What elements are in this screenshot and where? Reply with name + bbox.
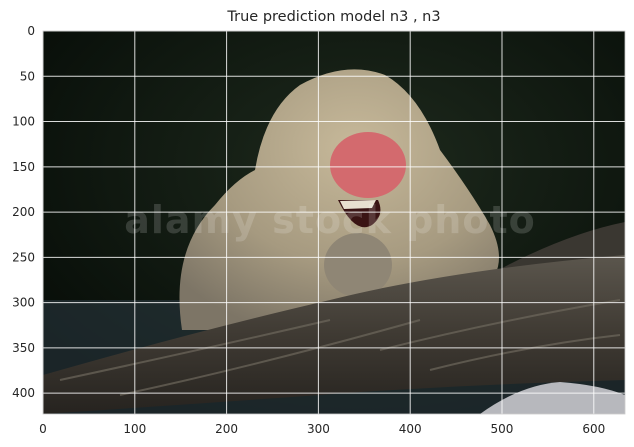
log-bark-texture	[59, 299, 621, 396]
front-log	[43, 255, 625, 414]
monkey-teeth	[340, 200, 376, 209]
y-tick-label: 300	[12, 296, 35, 310]
x-tick-label: 100	[123, 422, 146, 436]
y-tick-label: 0	[27, 24, 35, 38]
x-tick-label: 600	[582, 422, 605, 436]
monkey-body	[179, 69, 499, 330]
y-tick-label: 100	[12, 115, 35, 129]
y-tick-label: 400	[12, 386, 35, 400]
y-tick-label: 150	[12, 160, 35, 174]
y-tick-label: 50	[20, 69, 35, 83]
watermark: alamy stock photo	[124, 198, 535, 242]
chart-title: True prediction model n3 , n3	[226, 9, 440, 25]
y-tick-label: 350	[12, 341, 35, 355]
axis-ticks: 0 100 200 300 400 500 600 0 50 100 150 200 250 300 350…	[12, 24, 605, 436]
monkey-face	[330, 132, 406, 198]
plot-frame	[42, 30, 626, 415]
x-tick-label: 200	[215, 422, 238, 436]
y-tick-label: 250	[12, 250, 35, 264]
x-tick-label: 0	[39, 422, 47, 436]
photo-image: alamy stock photo	[43, 31, 625, 414]
monkey-hand	[324, 233, 392, 297]
x-tick-label: 500	[491, 422, 514, 436]
y-tick-label: 200	[12, 205, 35, 219]
x-tick-label: 400	[399, 422, 422, 436]
bottom-right-rock	[480, 382, 625, 414]
x-tick-label: 300	[307, 422, 330, 436]
